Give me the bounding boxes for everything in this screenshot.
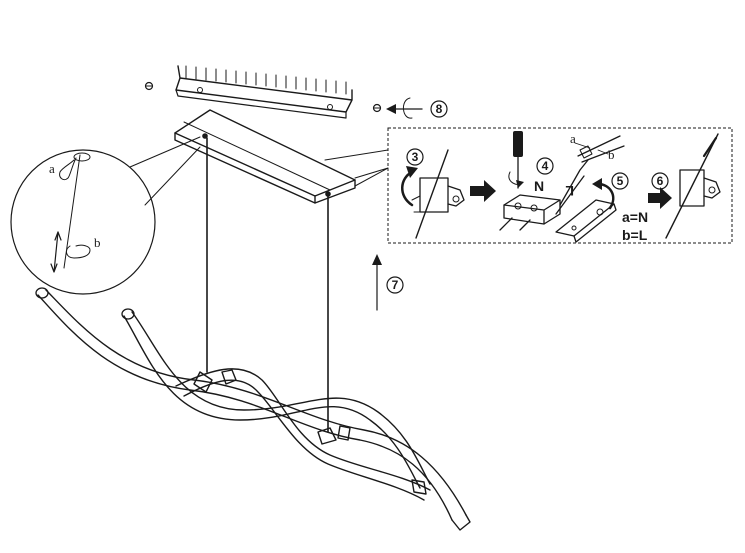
step-3-connector — [411, 149, 465, 239]
lamp-body — [35, 287, 471, 531]
step-8-badge: 8 — [430, 100, 448, 118]
arrow-right-icon — [648, 187, 672, 209]
detail-label-b: b — [94, 235, 101, 250]
detail-label-a: a — [49, 161, 55, 176]
terminal-label-n: N — [534, 178, 544, 194]
step-5-rotate-arrow — [592, 178, 615, 210]
step-7-number: 7 — [392, 278, 399, 292]
screwdriver-icon — [508, 131, 524, 189]
step-5-cover — [555, 199, 617, 243]
screw-left — [144, 81, 154, 91]
terminal-label-l: L — [565, 183, 574, 199]
wire-ends — [574, 135, 625, 163]
wire-label-b: b — [608, 147, 615, 162]
step-5-number: 5 — [617, 174, 624, 188]
wire-label-a: a — [570, 131, 576, 146]
step-3-rotate-arrow — [401, 166, 418, 207]
ceiling-canopy — [174, 109, 356, 204]
arrow-right-icon — [470, 180, 496, 202]
step-4-number: 4 — [542, 159, 549, 173]
wiring-inset: 3 4 N L — [324, 127, 733, 244]
step-8-number: 8 — [436, 102, 443, 116]
step-4-terminal-block — [499, 159, 589, 231]
step-6-number: 6 — [657, 174, 664, 188]
mounting-bracket — [175, 65, 353, 119]
step-6-badge: 6 — [651, 172, 669, 190]
step-6-assembled-connector — [665, 133, 721, 239]
detail-magnifier: a b — [10, 136, 201, 295]
step-4-badge: 4 — [536, 157, 554, 175]
step-3-number: 3 — [412, 150, 419, 164]
step-7-lift-arrow — [372, 254, 382, 311]
step-8-screw-arrow — [386, 97, 423, 119]
legend-a-equals-n: a=N — [622, 209, 648, 225]
step-3-badge: 3 — [406, 148, 424, 166]
step-7-badge: 7 — [386, 276, 404, 294]
step-5-badge: 5 — [611, 172, 629, 190]
legend-b-equals-l: b=L — [622, 227, 648, 243]
screw-right — [372, 103, 382, 113]
